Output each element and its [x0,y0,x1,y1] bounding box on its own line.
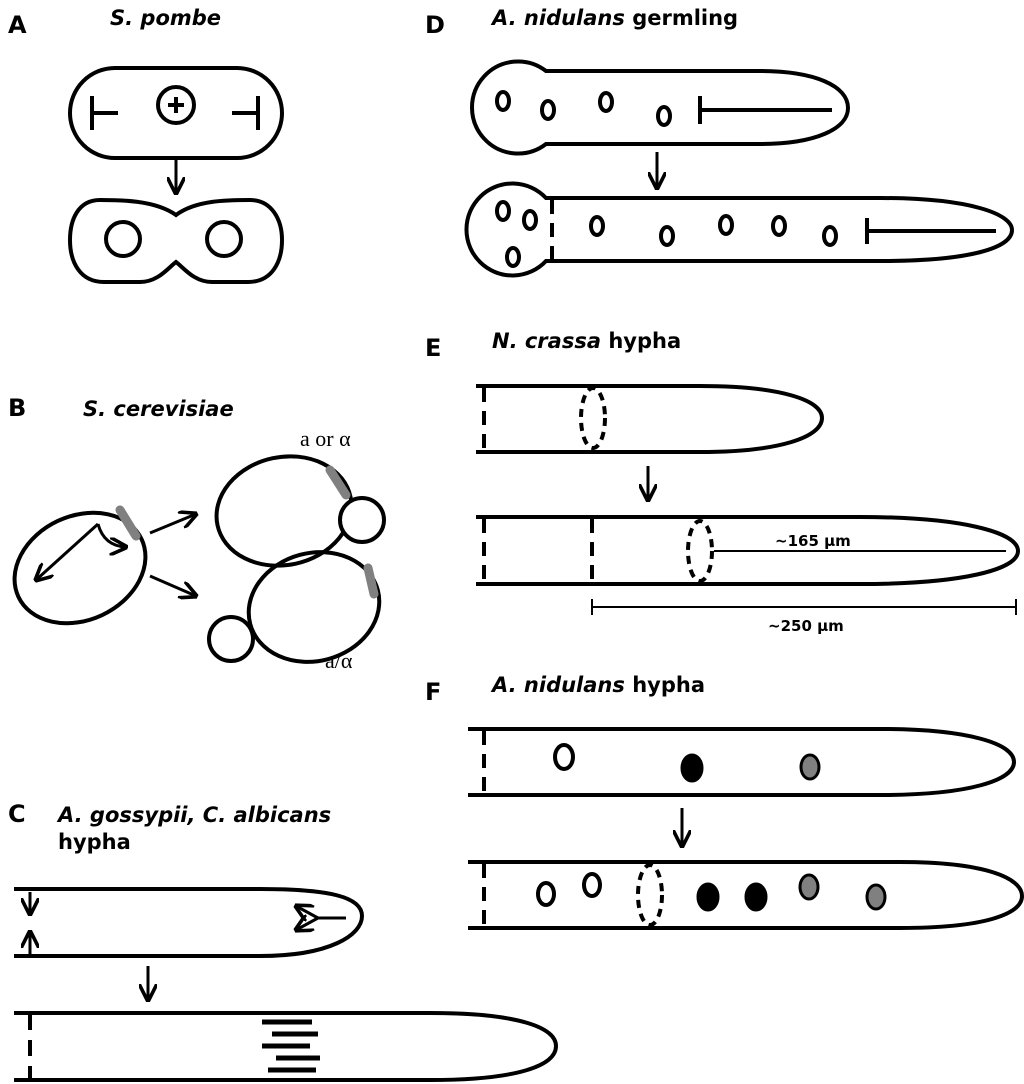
daughter-cells-outline [70,200,282,282]
mother-cell [0,492,164,644]
nucleus [591,217,603,235]
bud-scar [120,510,136,536]
nucleus-labeled-black [698,884,718,910]
panel-letter-d: D [425,11,445,39]
arrow-to-diploid [150,576,196,596]
nucleus [824,227,836,245]
nucleus-labeled-gray [867,885,885,909]
septal-ring [581,388,605,448]
measure-outer [592,599,1016,615]
hypha-outline [468,729,1014,795]
tip-arrow-down [296,918,318,930]
daughter-nucleus-left [106,222,140,256]
germling-late [466,184,1012,276]
nucleus-labeled-gray [800,875,818,899]
diploid-budding-cell [209,538,392,676]
nucleus-labeled-black [682,755,702,781]
panel-b: B S. cerevisiae a or α a/α [0,394,392,676]
haploid-bud [340,498,384,542]
nucleus-unlabeled [555,745,573,769]
mother-cell-outline [0,492,164,644]
nucleus [661,227,673,245]
nucleus [600,93,612,111]
cytoskeleton-bars [262,1022,320,1070]
panel-title-d: A. nidulans germling [490,6,738,30]
hypha-e-early [476,386,822,452]
nucleus [720,216,732,234]
panel-title-c-suffix: hypha [58,830,131,854]
panel-title-f: A. nidulans hypha [490,673,705,697]
nucleus-labeled-gray [801,755,819,779]
hypha-f-early [468,729,1014,795]
measure-outer-label: ~250 µm [768,617,844,635]
haploid-mother-outline [206,444,361,578]
nucleus [658,107,670,125]
bipolar-bud-arrow [98,524,126,547]
nucleus [524,211,536,229]
hypha-c-late [14,1013,556,1080]
panel-title-a: S. pombe [110,6,221,30]
nucleus-unlabeled [584,874,600,896]
hypha-outline [476,386,822,452]
septal-ring [688,521,712,581]
hypha-c-early [14,889,362,956]
nucleus [542,101,554,119]
nucleus-unlabeled [538,883,554,905]
mating-type-haploid-label: a or α [300,426,351,451]
diploid-bud-scar [368,568,374,594]
arrow-to-haploid [150,514,196,533]
panel-letter-a: A [8,11,27,39]
panel-a: A S. pombe [8,6,282,282]
panel-f: F A. nidulans hypha [425,673,1022,928]
panel-letter-c: C [8,800,26,828]
panel-letter-b: B [8,394,26,422]
nucleus [773,217,785,235]
diploid-bud [209,617,253,661]
tip-arrow-up [296,906,318,918]
hypha-f-late [468,862,1022,928]
panel-d: D A. nidulans germling [425,6,1012,276]
nucleus-labeled-black [746,884,766,910]
septal-ring [638,865,662,925]
panel-title-e: N. crassa hypha [492,329,681,353]
nucleus [497,202,509,220]
nucleus [497,92,509,110]
nucleus [507,248,519,266]
panel-letter-f: F [425,678,441,706]
s-pombe-cell [70,68,282,158]
panel-e: E N. crassa hypha ~165 µm ~250 µm [425,329,1018,635]
panel-title-b: S. cerevisiae [83,397,234,421]
panel-c: C A. gossypii, C. albicans hypha [8,800,556,1080]
measure-inner-label: ~165 µm [775,532,851,550]
axial-bud-arrow [36,524,98,580]
daughter-nucleus-right [207,222,241,256]
panel-title-c: A. gossypii, C. albicans [56,803,331,827]
panel-letter-e: E [425,334,441,362]
germling-early [472,62,848,154]
s-pombe-dividing-cells [70,200,282,282]
